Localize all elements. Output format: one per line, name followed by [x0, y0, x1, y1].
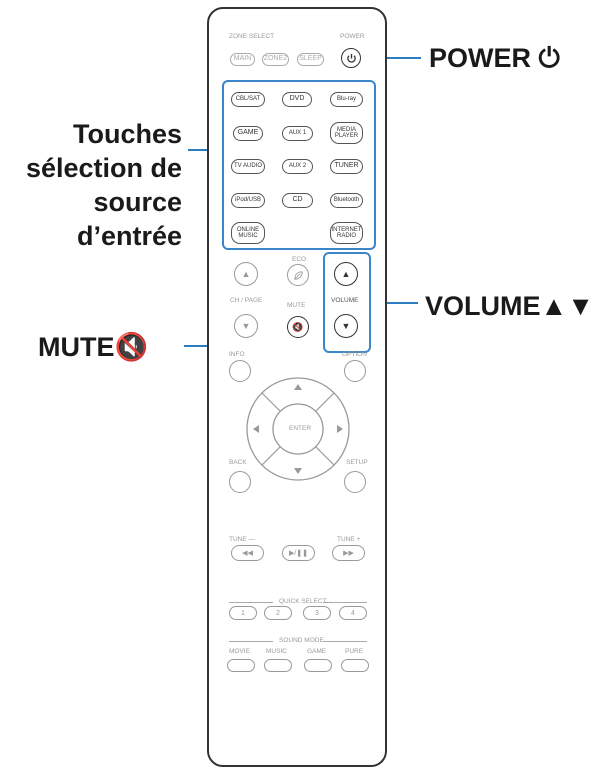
sleep-button[interactable]: SLEEP	[297, 53, 324, 66]
source-button-tuner[interactable]: TUNER	[330, 159, 363, 174]
eco-button[interactable]	[287, 264, 309, 286]
source-button-tv-audio[interactable]: TV AUDIO	[231, 159, 265, 174]
source-callout-line3: source	[93, 187, 182, 217]
option-label: OPTION	[342, 351, 367, 358]
power-label: POWER	[340, 33, 365, 40]
volume-callout: VOLUME▲▼	[425, 291, 594, 321]
option-button[interactable]	[344, 360, 366, 382]
power-button[interactable]	[341, 48, 361, 68]
movie-label: MOVIE	[229, 648, 250, 655]
tune-plus-label: TUNE +	[337, 536, 361, 543]
leaf-icon	[293, 270, 303, 280]
source-callout-line4: d’entrée	[76, 221, 182, 251]
eco-label: ECO	[292, 256, 307, 263]
source-highlight-box	[222, 80, 376, 250]
tune-minus-label: TUNE —	[229, 536, 255, 543]
setup-label: SETUP	[346, 459, 368, 466]
back-label: BACK	[229, 459, 247, 466]
enter-label: ENTER	[289, 425, 312, 432]
source-callout-line1: Touches	[72, 119, 182, 149]
quick-select-divider-right	[323, 602, 367, 603]
source-button-dvd[interactable]: DVD	[282, 92, 312, 107]
sound-mode-divider-right	[323, 641, 367, 642]
power-icon	[346, 53, 356, 63]
pure-label: PURE	[345, 648, 364, 655]
source-button-ipod-usb[interactable]: iPod/USB	[231, 193, 265, 208]
music-label: MUSIC	[266, 648, 287, 655]
power-leader-line	[365, 57, 421, 59]
mute-label: MUTE	[287, 302, 306, 309]
source-button-online-music[interactable]: ONLINE MUSIC	[231, 222, 265, 244]
source-button-cbl-sat[interactable]: CBL/SAT	[231, 92, 265, 107]
mute-button[interactable]: 🔇	[287, 316, 309, 338]
source-button-cd[interactable]: CD	[282, 193, 313, 208]
volume-label: VOLUME	[331, 297, 359, 304]
main-button[interactable]: MAIN	[230, 53, 255, 66]
zone-select-label: ZONE SELECT	[229, 33, 275, 40]
source-button-blu-ray[interactable]: Blu-ray	[330, 92, 363, 107]
volume-highlight-box	[323, 252, 371, 353]
source-leader-line	[188, 149, 222, 151]
game-mode-label: GAME	[307, 648, 327, 655]
source-button-media-player[interactable]: MEDIA PLAYER	[330, 122, 363, 144]
ch-page-label: CH / PAGE	[230, 297, 263, 304]
movie-button[interactable]	[227, 659, 255, 672]
quick-select-1[interactable]: 1	[229, 606, 257, 620]
pure-button[interactable]	[341, 659, 369, 672]
play-pause-button[interactable]: ▶/❚❚	[282, 545, 315, 561]
quick-select-label: QUICK SELECT	[279, 598, 327, 605]
quick-select-2[interactable]: 2	[264, 606, 292, 620]
quick-select-3[interactable]: 3	[303, 606, 331, 620]
mute-callout: MUTE🔇	[38, 332, 149, 362]
quick-select-4[interactable]: 4	[339, 606, 367, 620]
game-mode-button[interactable]	[304, 659, 332, 672]
source-button-game[interactable]: GAME	[233, 126, 263, 141]
sound-mode-label: SOUND MODE	[279, 637, 324, 644]
previous-track-button[interactable]: ◀◀	[231, 545, 264, 561]
back-button[interactable]	[229, 471, 251, 493]
sound-mode-divider-left	[229, 641, 273, 642]
directional-pad[interactable]	[245, 376, 351, 482]
volume-down-button[interactable]: ▼	[334, 314, 358, 338]
power-callout: POWER ⏻	[429, 43, 560, 73]
info-button[interactable]	[229, 360, 251, 382]
zone2-button[interactable]: ZONE2	[262, 53, 289, 66]
source-button-internet-radio[interactable]: INTERNET RADIO	[330, 222, 363, 244]
remote-control-body: ZONE SELECT POWER MAIN ZONE2 SLEEP CBL/S…	[207, 7, 387, 767]
setup-button[interactable]	[344, 471, 366, 493]
source-callout-line2: sélection de	[25, 153, 182, 183]
ch-page-up-button[interactable]: ▲	[234, 262, 258, 286]
info-label: INFO	[229, 351, 245, 358]
source-button-aux2[interactable]: AUX 2	[282, 159, 313, 174]
music-button[interactable]	[264, 659, 292, 672]
volume-leader-line	[370, 302, 418, 304]
source-button-aux1[interactable]: AUX 1	[282, 126, 313, 141]
next-track-button[interactable]: ▶▶	[332, 545, 365, 561]
volume-up-button[interactable]: ▲	[334, 262, 358, 286]
ch-page-down-button[interactable]: ▼	[234, 314, 258, 338]
source-button-bluetooth[interactable]: Bluetooth	[330, 193, 363, 208]
quick-select-divider-left	[229, 602, 273, 603]
